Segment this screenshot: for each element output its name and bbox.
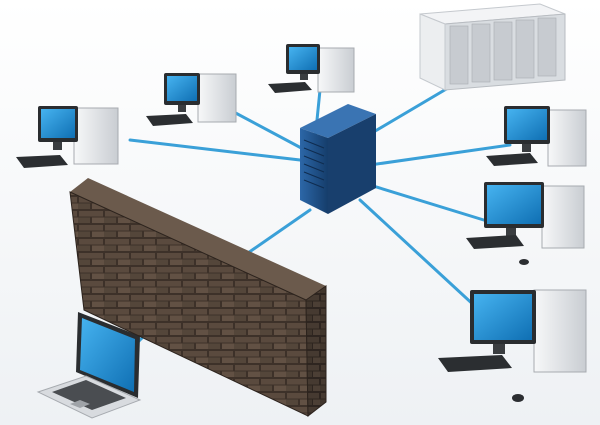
keyboard <box>16 155 68 168</box>
desktop-computer-upper-left <box>146 73 237 126</box>
mouse <box>519 259 529 265</box>
server-rack <box>419 3 566 91</box>
cable-desktop-right-middle <box>368 183 502 227</box>
laptop-screen <box>80 318 135 392</box>
desktop-computer-right-bottom <box>438 289 587 402</box>
laptop <box>36 312 142 419</box>
desktop-computer-right-top <box>486 106 587 167</box>
desktop-computer-left <box>16 106 119 168</box>
monitor-screen <box>474 294 532 340</box>
monitor-screen <box>507 109 547 140</box>
laptop-keyboard <box>52 380 126 410</box>
computer-tower <box>541 185 585 249</box>
mouse <box>512 394 524 402</box>
computer-tower <box>73 107 119 165</box>
cable-desktop-right-top <box>368 143 512 167</box>
desktop-computer-top <box>268 44 355 93</box>
keyboard <box>466 235 524 249</box>
firewall-wall <box>69 178 327 418</box>
computer-tower <box>317 47 355 93</box>
cable-firewall <box>243 208 312 257</box>
cable-desktop-right-bottom <box>358 198 492 322</box>
monitor-screen <box>41 109 75 138</box>
wall-top <box>70 178 326 300</box>
cable-desktop-left <box>128 138 302 162</box>
keyboard <box>438 355 512 372</box>
computer-tower <box>547 109 587 167</box>
computer-tower <box>197 73 237 123</box>
central-server <box>300 104 376 214</box>
keyboard <box>146 114 193 126</box>
desktop-computer-right-middle <box>466 182 585 265</box>
cable-desktop-upper-left <box>228 108 307 152</box>
monitor-screen <box>167 76 197 101</box>
keyboard <box>486 153 538 166</box>
monitor-screen <box>289 47 317 70</box>
monitor-screen <box>487 185 541 224</box>
keyboard <box>268 82 312 93</box>
laptop-touchpad <box>70 400 90 408</box>
wall-side <box>305 285 327 418</box>
computer-tower <box>533 289 587 373</box>
